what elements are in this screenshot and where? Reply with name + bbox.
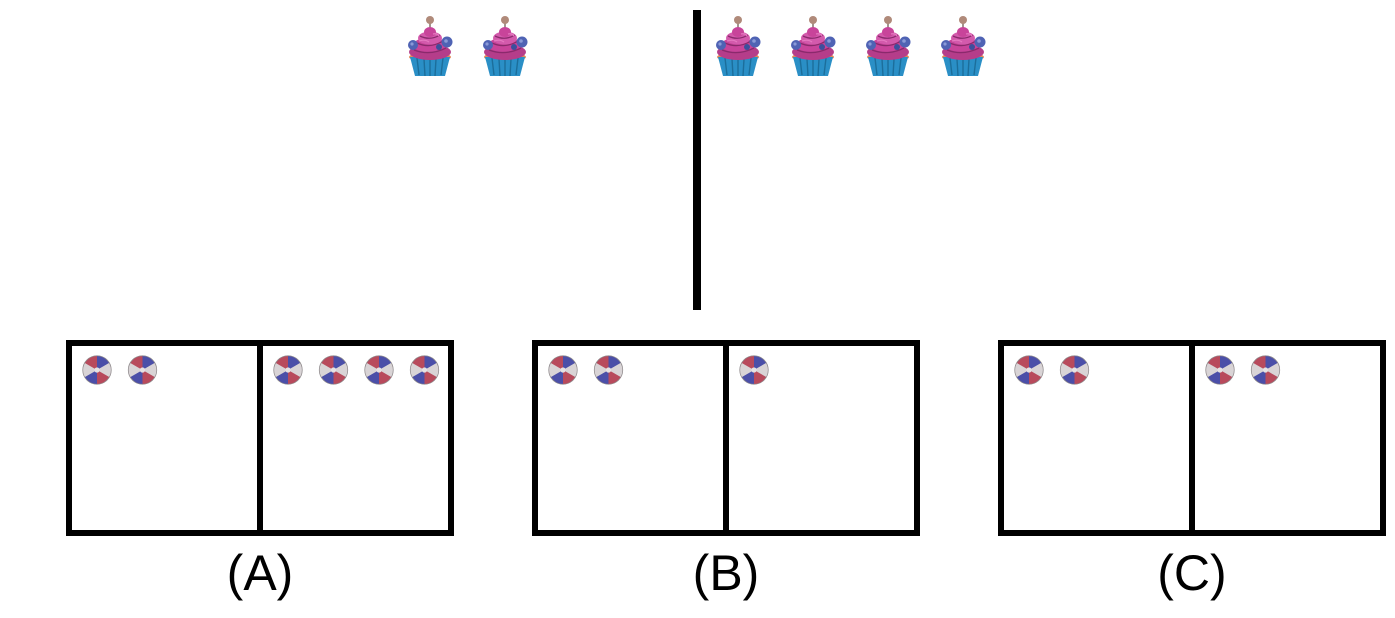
option-c[interactable]: (C) xyxy=(998,340,1386,601)
beach-ball-icon xyxy=(364,355,394,385)
beach-ball-icon xyxy=(548,355,578,385)
beach-ball-icon xyxy=(273,355,303,385)
option-b[interactable]: (B) xyxy=(532,340,920,601)
cupcake-icon xyxy=(865,15,912,77)
beach-ball-icon xyxy=(1205,355,1235,385)
option-label: (A) xyxy=(227,545,294,601)
beach-ball-icon xyxy=(409,355,440,385)
beach-ball-icon xyxy=(739,355,769,385)
top-left-cupcakes xyxy=(407,15,529,77)
cupcake-icon xyxy=(715,15,762,77)
beach-ball-icon xyxy=(1059,355,1090,385)
beach-ball-icon xyxy=(1014,355,1044,385)
option-a[interactable]: (A) xyxy=(66,340,454,601)
cupcake-icon xyxy=(407,15,454,77)
cupcake-icon xyxy=(482,15,529,77)
cupcake-icon xyxy=(790,15,837,77)
beach-ball-icon xyxy=(1250,355,1281,385)
beach-ball-icon xyxy=(593,355,624,385)
cupcake-icon xyxy=(940,15,987,77)
beach-ball-icon xyxy=(318,355,349,385)
beach-ball-icon xyxy=(82,355,112,385)
option-label: (C) xyxy=(1157,545,1226,601)
option-label: (B) xyxy=(693,545,760,601)
top-right-cupcakes xyxy=(715,15,987,77)
top-sample xyxy=(407,10,987,310)
beach-ball-icon xyxy=(127,355,158,385)
answer-options: (A) (B) (C) xyxy=(66,340,1386,601)
